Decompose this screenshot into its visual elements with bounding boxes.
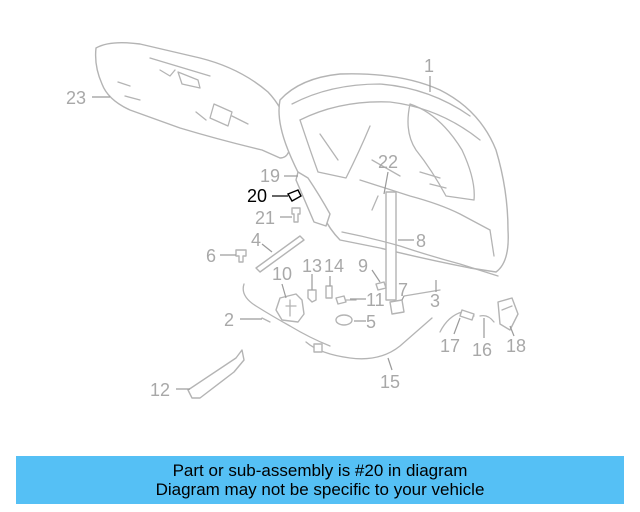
hood-insulation-pad-23	[94, 41, 291, 159]
callout-20: 20	[247, 186, 267, 206]
hood-seal-3	[403, 289, 441, 297]
grommet-5	[335, 314, 353, 326]
leader-22	[383, 171, 389, 195]
callout-16: 16	[472, 340, 492, 360]
callout-15: 15	[380, 372, 400, 392]
callout-11: 11	[366, 290, 385, 310]
callout-3: 3	[430, 291, 440, 311]
callout-5: 5	[366, 312, 376, 332]
bolt-11	[335, 295, 347, 305]
leader-17	[453, 317, 461, 335]
release-handle-18	[497, 297, 519, 331]
callout-7: 7	[398, 280, 408, 300]
hood-bumper-20	[286, 189, 302, 202]
banner-line-2: Diagram may not be specific to your vehi…	[155, 480, 485, 499]
release-cable-2	[242, 283, 331, 347]
callout-4: 4	[251, 230, 261, 250]
bracket-14	[325, 285, 333, 299]
latch-support-12	[187, 349, 245, 399]
callout-13: 13	[302, 256, 322, 276]
callout-8: 8	[416, 231, 426, 251]
callout-12: 12	[150, 380, 170, 400]
hood-seal-8	[341, 231, 499, 277]
hood-hinge-19	[295, 171, 331, 227]
leader-10	[281, 283, 287, 299]
callout-9: 9	[358, 256, 368, 276]
seal-strip-4	[255, 235, 305, 273]
clip-6	[235, 249, 247, 263]
callout-18: 18	[506, 336, 526, 356]
callout-14: 14	[324, 256, 344, 276]
callout-1: 1	[424, 56, 434, 76]
bolt-21	[291, 207, 301, 223]
callout-2: 2	[224, 310, 234, 330]
leader-9	[371, 269, 381, 283]
leader-15	[387, 357, 393, 371]
callout-17: 17	[440, 336, 460, 356]
hood-panel-1	[278, 73, 509, 273]
callout-23: 23	[66, 88, 86, 108]
leader-4	[261, 243, 273, 253]
leader-18	[509, 325, 515, 337]
parts-diagram: 1 23 19 20 21 22 4 6 8 10 13 14 9 7 3 11…	[66, 41, 526, 400]
callout-19: 19	[260, 166, 280, 186]
bracket-13	[307, 289, 317, 303]
banner-line-1: Part or sub-assembly is #20 in diagram	[172, 461, 468, 480]
rod-holder-7	[389, 299, 405, 315]
buffer-9	[375, 281, 387, 291]
callout-22: 22	[378, 152, 398, 172]
info-banner: Part or sub-assembly is #20 in diagram D…	[16, 456, 624, 504]
callout-21: 21	[255, 208, 275, 228]
leader-7	[401, 295, 405, 301]
handle-link-16	[479, 314, 495, 323]
callout-10: 10	[272, 264, 292, 284]
callout-6: 6	[206, 246, 216, 266]
